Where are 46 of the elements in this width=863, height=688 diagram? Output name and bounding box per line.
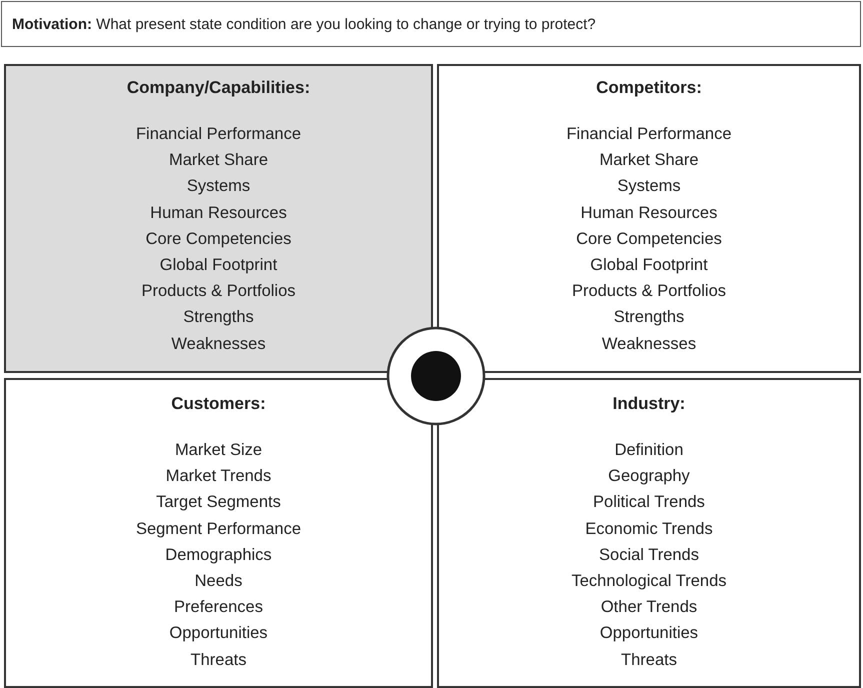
list-item: Human Resources — [580, 204, 718, 223]
list-item: Threats — [190, 650, 248, 670]
quadrant-heading: Customers: — [170, 394, 267, 414]
list-item: Definition — [614, 441, 684, 460]
list-item: Target Segments — [155, 493, 282, 512]
list-item: Market Trends — [164, 467, 272, 486]
list-item: Human Resources — [149, 204, 288, 223]
list-item: Products & Portfolios — [140, 282, 297, 302]
list-item: Financial Performance — [565, 125, 733, 144]
list-item: Demographics — [164, 546, 273, 565]
list-item: Systems — [616, 177, 682, 196]
list-item: Opportunities — [598, 624, 700, 644]
quadrant-panel — [4, 64, 433, 373]
list-item: Strengths — [612, 308, 686, 328]
quadrant-panel — [437, 378, 861, 688]
list-item: Social Trends — [598, 546, 700, 565]
list-item: Market Share — [168, 151, 270, 170]
list-item: Threats — [620, 650, 678, 670]
list-item: Weaknesses — [170, 334, 267, 354]
list-item: Products & Portfolios — [570, 282, 728, 302]
list-item: Systems — [186, 177, 252, 196]
list-item: Core Competencies — [144, 230, 292, 249]
list-item: Strengths — [182, 308, 255, 328]
list-item: Needs — [194, 572, 244, 591]
list-item: Financial Performance — [134, 125, 302, 144]
list-item: Global Footprint — [158, 256, 278, 275]
list-item: Weaknesses — [600, 334, 698, 354]
quadrant-heading: Company/Capabilities: — [126, 78, 312, 98]
list-item: Political Trends — [592, 493, 706, 512]
list-item: Technological Trends — [570, 572, 728, 591]
list-item: Core Competencies — [575, 230, 723, 249]
list-item: Segment Performance — [134, 520, 302, 539]
quadrant-heading: Competitors: — [595, 78, 703, 98]
list-item: Economic Trends — [584, 520, 714, 539]
quadrant-panel — [4, 378, 433, 688]
list-item: Geography — [607, 467, 691, 486]
quadrant-heading: Industry: — [612, 394, 686, 414]
list-item: Other Trends — [600, 598, 698, 618]
motivation-question: Motivation: What present state condition are you looking to change or trying to protect? — [12, 16, 596, 32]
list-item: Opportunities — [168, 624, 269, 644]
motivation-bar — [1, 1, 861, 47]
list-item: Market Share — [598, 151, 700, 170]
list-item: Preferences — [173, 598, 264, 618]
quadrant-panel — [437, 64, 861, 373]
list-item: Global Footprint — [589, 256, 709, 275]
list-item: Market Size — [174, 441, 264, 460]
